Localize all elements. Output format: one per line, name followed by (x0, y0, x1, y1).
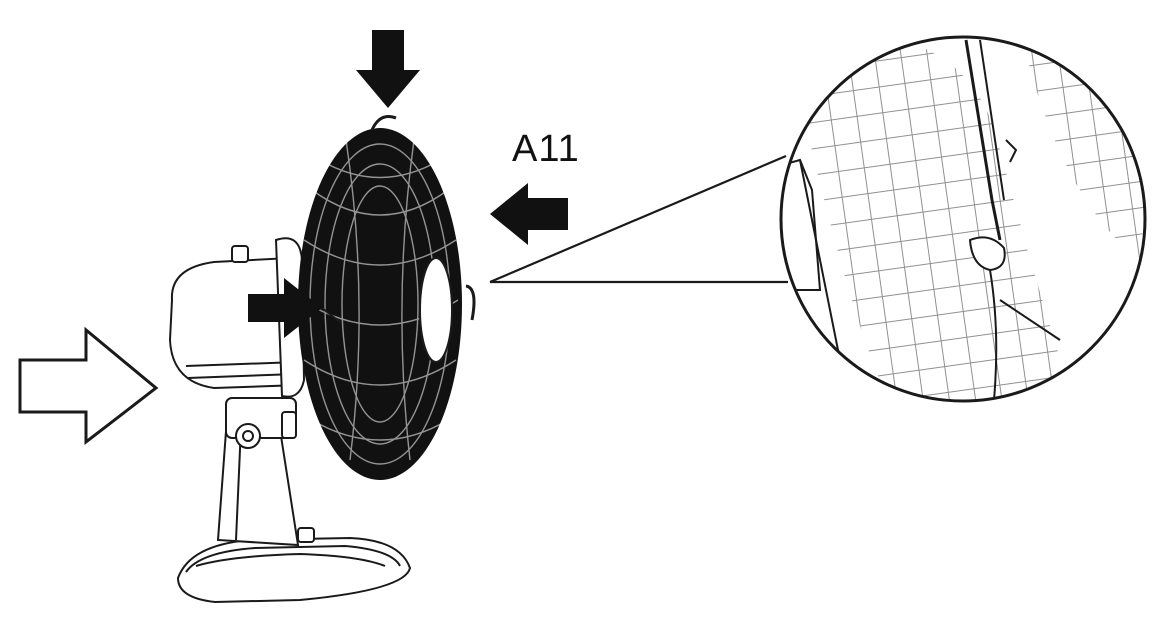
magnifier-circle (779, 35, 1147, 403)
fan-grille (298, 115, 476, 480)
callout-label-a11: A11 (512, 128, 580, 170)
callout-lines (489, 154, 788, 284)
arrow-down (356, 30, 420, 108)
fan-base (176, 527, 412, 604)
arrow-outline-right (18, 326, 159, 446)
arrow-left (490, 183, 568, 245)
arrow-right-inner (248, 278, 341, 338)
fan-stand (216, 397, 300, 547)
